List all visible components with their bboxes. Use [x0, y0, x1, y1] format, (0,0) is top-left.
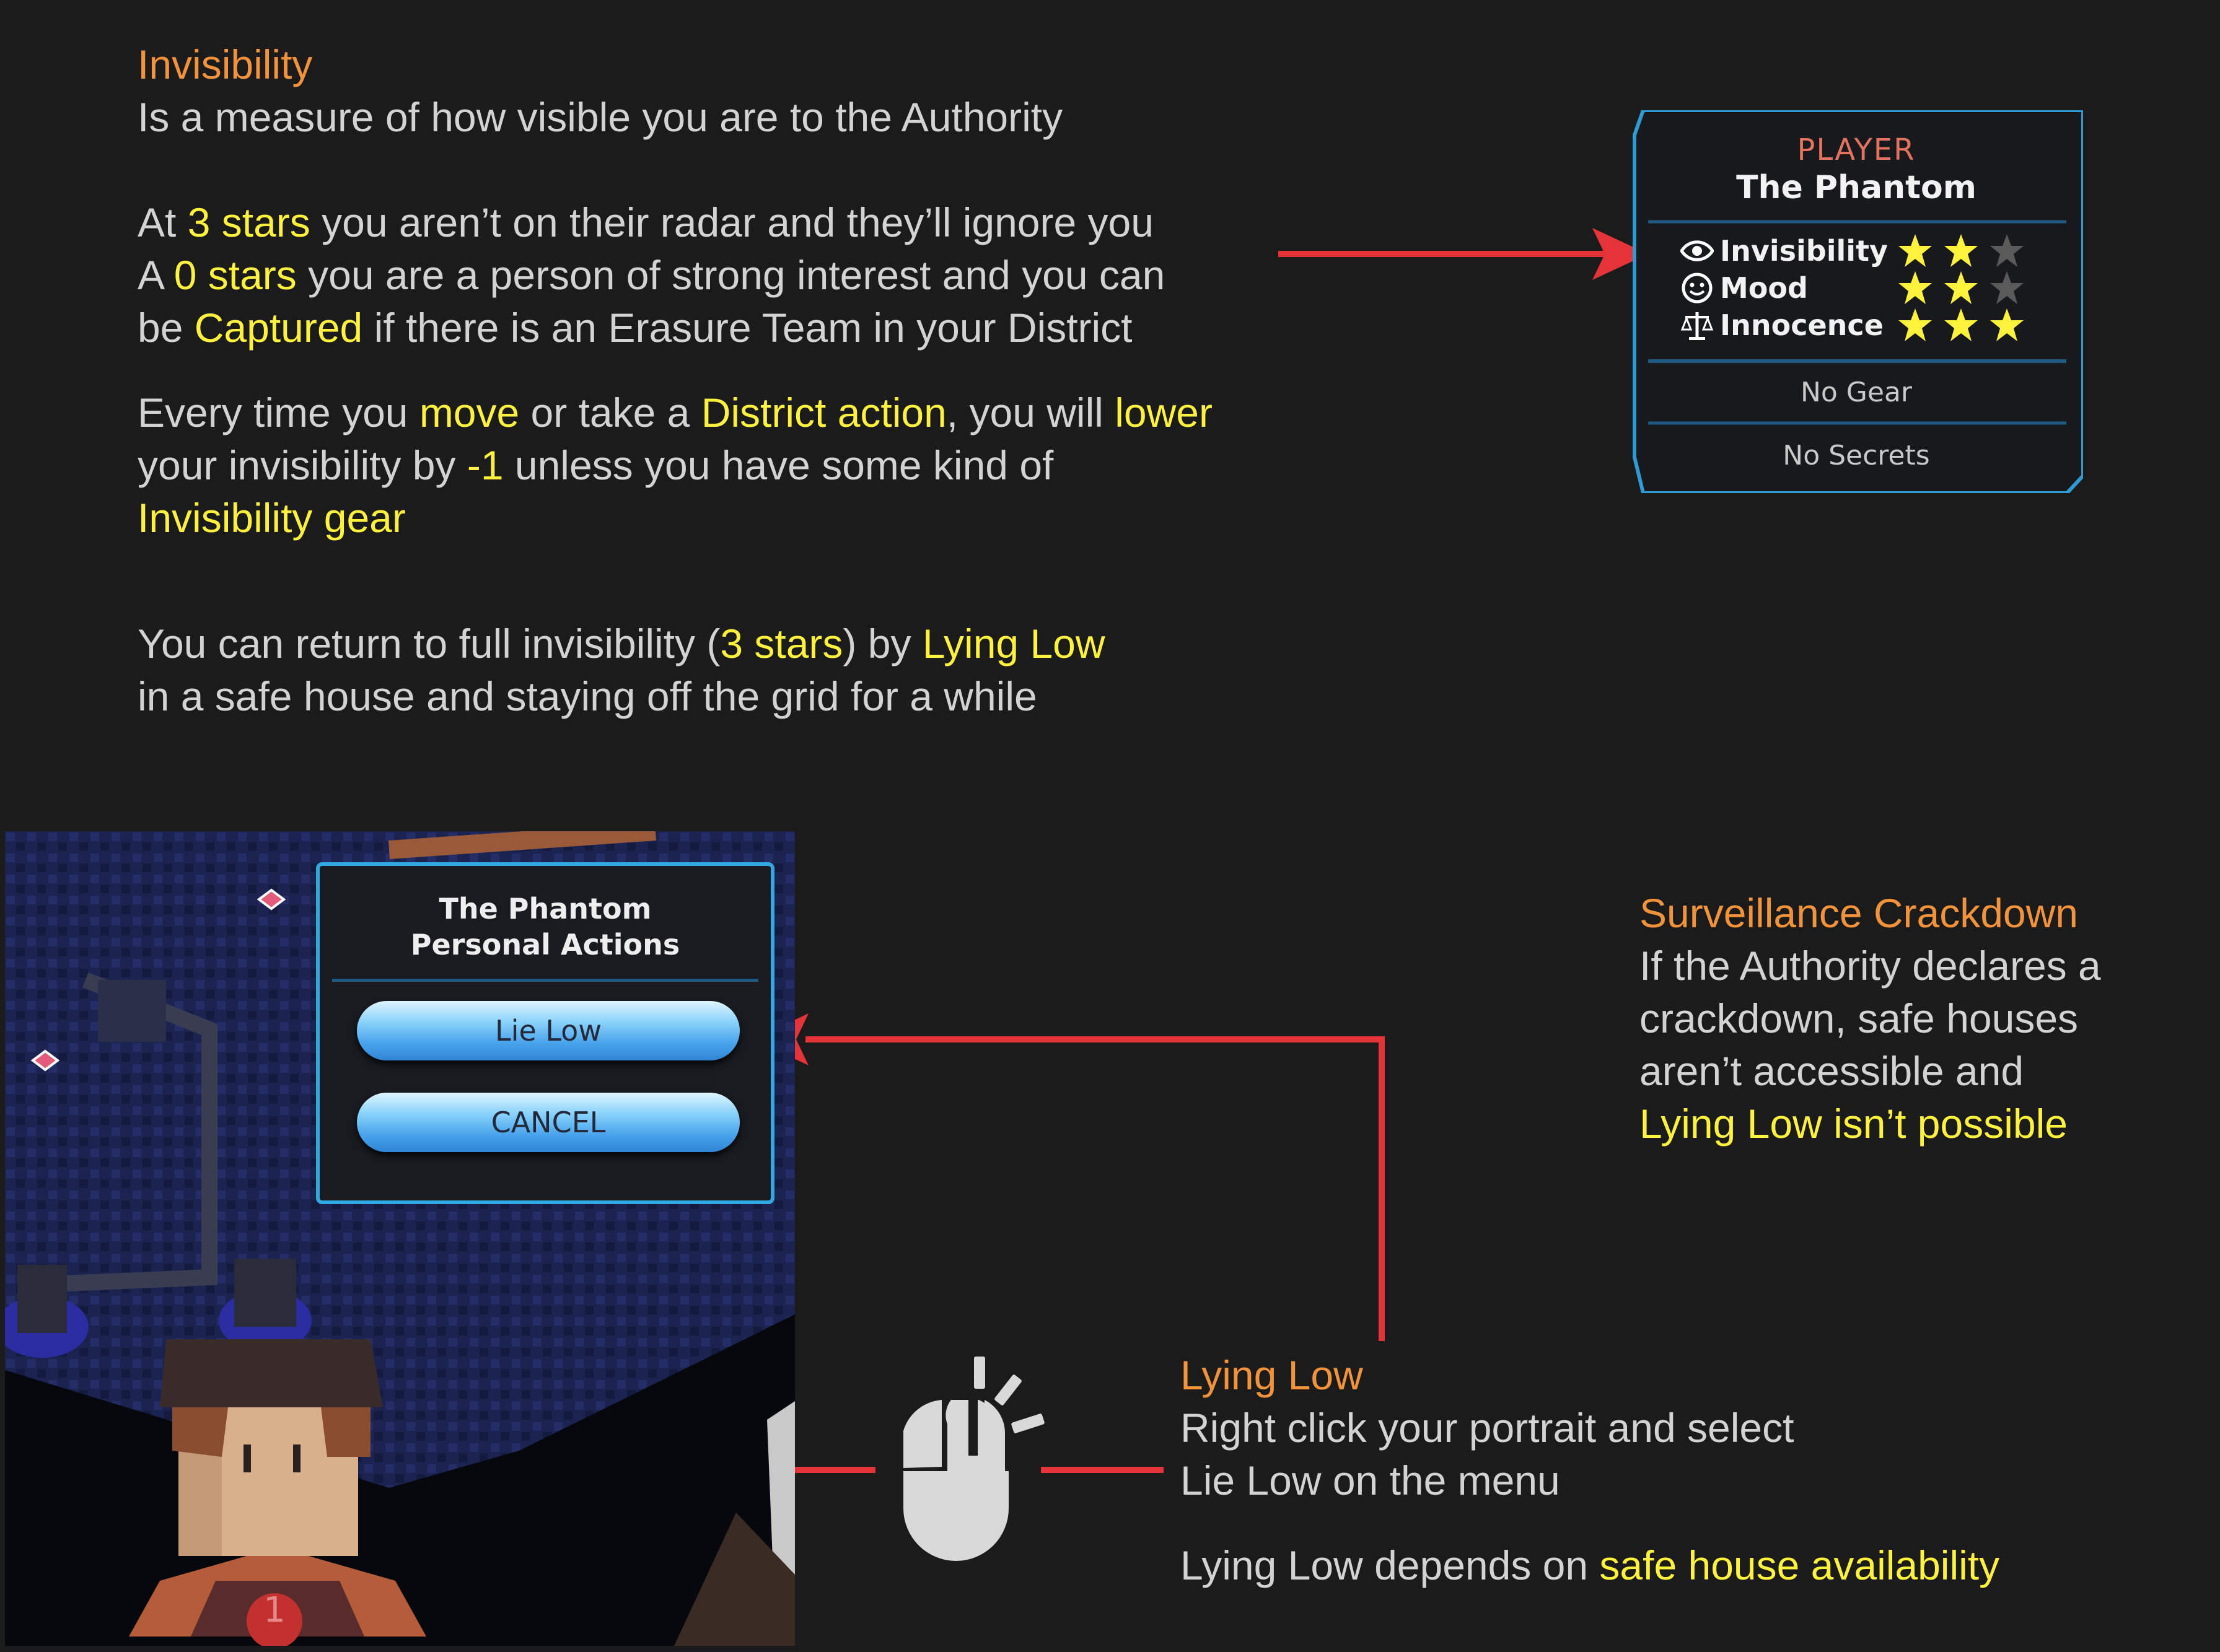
arrow-to-panel-head — [1592, 228, 1648, 280]
lying-low-line-1: Right click your portrait and select — [1180, 1405, 1794, 1451]
personal-actions-menu: The Phantom Personal Actions Lie Low CAN… — [316, 862, 774, 1204]
player-panel[interactable]: PLAYER The Phantom Invisibility Mood Inn… — [1630, 110, 2083, 493]
lie-low-button[interactable]: Lie Low — [357, 1001, 740, 1060]
lying-low-title: Lying Low — [1180, 1352, 1363, 1398]
star-icon — [1898, 308, 1932, 341]
invisibility-line-8: in a safe house and staying off the grid… — [138, 673, 1037, 719]
crackdown-line-4: Lying Low isn’t possible — [1639, 1101, 2068, 1147]
invisibility-line-1: At 3 stars you aren’t on their radar and… — [138, 199, 1154, 245]
crackdown-section: Surveillance Crackdown If the Authority … — [1639, 887, 2197, 1150]
crackdown-line-2: crackdown, safe houses — [1639, 995, 2079, 1041]
invisibility-line-2: A 0 stars you are a person of strong int… — [138, 252, 1165, 298]
player-name: The Phantom — [1736, 169, 1977, 206]
innocence-stars — [1897, 307, 2025, 343]
player-panel-frame — [1633, 110, 2083, 493]
star-icon — [1944, 308, 1978, 341]
invisibility-line-7: You can return to full invisibility (3 s… — [138, 621, 1105, 666]
secrets-status: No Secrets — [1783, 440, 1930, 471]
stat-label: Mood — [1720, 271, 1808, 305]
cancel-button[interactable]: CANCEL — [357, 1093, 740, 1152]
invisibility-stars — [1897, 233, 2025, 269]
invisibility-intro: Is a measure of how visible you are to t… — [138, 94, 1063, 140]
star-icon — [1990, 271, 2024, 304]
crackdown-title: Surveillance Crackdown — [1639, 890, 2078, 936]
player-portrait[interactable] — [116, 1290, 439, 1646]
eye-icon — [1680, 240, 1714, 261]
star-icon — [1944, 271, 1978, 304]
arrow-to-menu — [805, 1036, 1385, 1341]
mouse-right-click-icon — [903, 1357, 1045, 1561]
crackdown-line-3: aren’t accessible and — [1639, 1048, 2024, 1094]
invisibility-line-5: your invisibility by -1 unless you have … — [138, 442, 1054, 488]
star-icon — [1898, 271, 1932, 304]
lying-low-section: Lying Low Right click your portrait and … — [1180, 1349, 2172, 1592]
stat-label: Invisibility — [1720, 234, 1888, 268]
star-icon — [1990, 234, 2024, 267]
invisibility-section: Invisibility Is a measure of how visible… — [138, 38, 1315, 723]
stat-invisibility: Invisibility — [1680, 234, 1888, 268]
menu-title-actions: Personal Actions — [410, 928, 680, 961]
game-view[interactable]: 1 The Phantom Personal Actions Lie Low C… — [5, 831, 795, 1646]
invisibility-line-6: Invisibility gear — [138, 495, 406, 541]
stat-innocence: Innocence — [1680, 308, 1884, 342]
player-header: PLAYER — [1797, 133, 1916, 167]
lying-low-line-3: Lying Low depends on safe house availabi… — [1180, 1542, 2000, 1588]
menu-divider — [332, 979, 758, 982]
invisibility-line-3: be Captured if there is an Erasure Team … — [138, 305, 1133, 351]
smiley-icon — [1682, 273, 1713, 304]
star-icon — [1990, 308, 2024, 341]
invisibility-title: Invisibility — [138, 42, 313, 87]
stat-label: Innocence — [1720, 308, 1884, 342]
scales-icon — [1680, 312, 1714, 340]
mood-stars — [1897, 270, 2025, 306]
gear-status: No Gear — [1800, 377, 1913, 408]
stat-mood: Mood — [1680, 271, 1808, 305]
invisibility-line-4: Every time you move or take a District a… — [138, 390, 1213, 435]
lying-low-line-2: Lie Low on the menu — [1180, 1458, 1560, 1503]
crackdown-line-1: If the Authority declares a — [1639, 943, 2101, 989]
menu-title-name: The Phantom — [439, 892, 652, 925]
star-icon — [1898, 234, 1932, 267]
star-icon — [1944, 234, 1978, 267]
notification-badge: 1 — [263, 1590, 286, 1630]
